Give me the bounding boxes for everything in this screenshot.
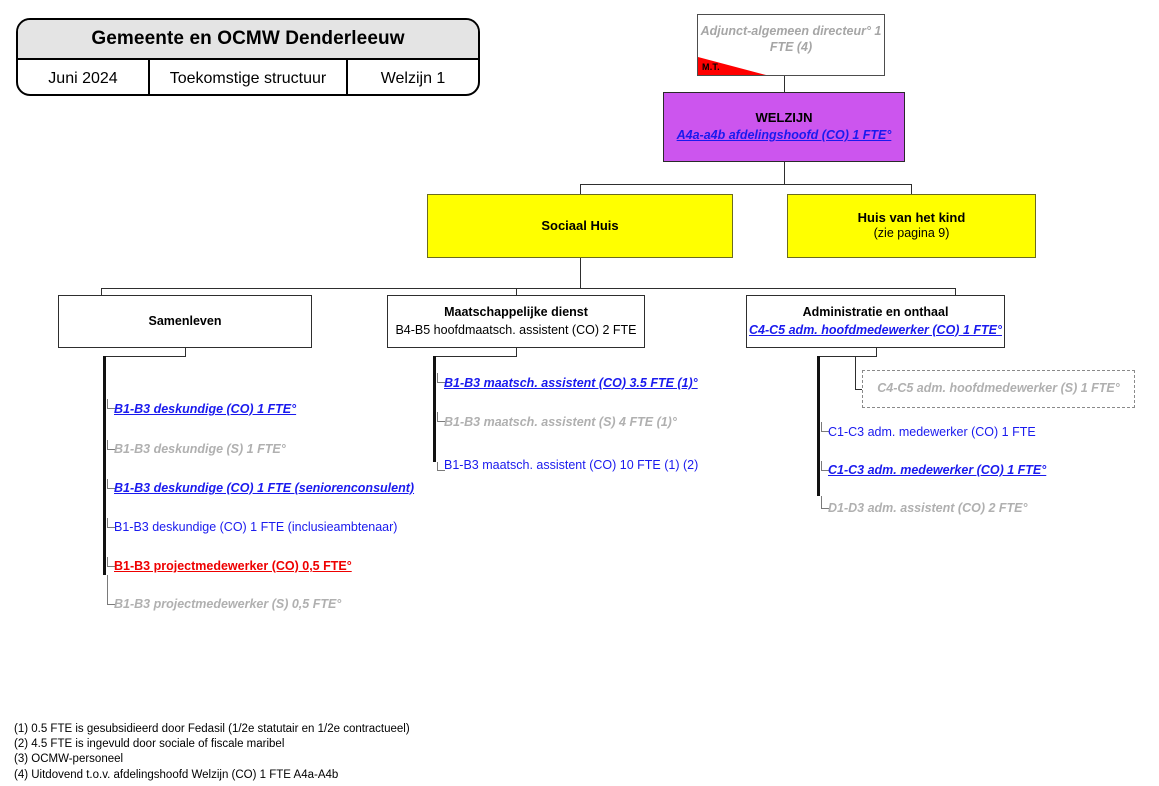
huis-van-het-kind-title: Huis van het kind (857, 210, 966, 226)
footnote-1: (1) 0.5 FTE is gesubsidieerd door Fedasi… (14, 723, 410, 735)
admin-ghost-vertical (855, 356, 856, 389)
administratie-title: Administratie en onthaal (802, 304, 949, 319)
maat-elbow (434, 356, 517, 357)
title-card: Gemeente en OCMW Denderleeuw Juni 2024 T… (16, 18, 480, 96)
maat-stub (516, 348, 517, 356)
samenleven-stub (185, 348, 186, 356)
leaf-samenleven-6: B1-B3 projectmedewerker (S) 0,5 FTE° (114, 597, 342, 611)
page-title: Gemeente en OCMW Denderleeuw (18, 20, 478, 60)
samenleven-tick-1v (107, 399, 108, 408)
maat-tick-2v (437, 412, 438, 421)
admin-elbow (818, 356, 877, 357)
samenleven-tick-4v (107, 518, 108, 527)
connector-units-bus (101, 288, 955, 289)
maatschappelijke-title: Maatschappelijke dienst (444, 304, 588, 319)
title-structure: Toekomstige structuur (148, 60, 348, 94)
leaf-samenleven-1: B1-B3 deskundige (CO) 1 FTE° (114, 402, 297, 416)
samenleven-tick-3v (107, 479, 108, 488)
leaf-samenleven-3: B1-B3 deskundige (CO) 1 FTE (seniorencon… (114, 481, 415, 495)
leaf-maat-1: B1-B3 maatsch. assistent (CO) 3.5 FTE (1… (444, 376, 698, 390)
admin-ghost-elbow (855, 389, 864, 390)
administratie-subtitle: C4-C5 adm. hoofdmedewerker (CO) 1 FTE° (749, 322, 1002, 337)
admin-tick-2v (821, 461, 822, 470)
samenleven-tick-3 (107, 488, 115, 489)
samenleven-tick-2v (107, 440, 108, 449)
ghost-label: C4-C5 adm. hoofdmedewerker (S) 1 FTE° (877, 381, 1120, 396)
samenleven-trunk (103, 356, 106, 575)
leaf-samenleven-2: B1-B3 deskundige (S) 1 FTE° (114, 442, 286, 456)
leaf-samenleven-4: B1-B3 deskundige (CO) 1 FTE (inclusieamb… (114, 520, 398, 534)
title-date: Juni 2024 (48, 70, 118, 87)
box-sociaal-huis: Sociaal Huis (427, 194, 733, 258)
admin-tick-1 (821, 431, 829, 432)
title-subrow: Juni 2024 Toekomstige structuur Welzijn … (18, 60, 478, 94)
samenleven-trunk-tail (107, 575, 108, 604)
samenleven-tick-6 (107, 604, 115, 605)
connector-to-sociaal-huis (580, 184, 581, 194)
leaf-maat-2: B1-B3 maatsch. assistent (S) 4 FTE (1)° (444, 415, 677, 429)
admin-trunk-tail (821, 496, 822, 508)
samenleven-elbow (104, 356, 186, 357)
director-label: Adjunct-algemeen directeur° 1 FTE (4) (700, 24, 882, 54)
admin-trunk (817, 356, 820, 496)
samenleven-tick-5 (107, 566, 115, 567)
box-maatschappelijke-dienst: Maatschappelijke dienst B4-B5 hoofdmaats… (387, 295, 645, 348)
box-ghost-hoofdmedewerker: C4-C5 adm. hoofdmedewerker (S) 1 FTE° (862, 370, 1135, 408)
footnotes: (1) 0.5 FTE is gesubsidieerd door Fedasi… (14, 722, 410, 783)
title-section: Welzijn 1 (380, 70, 446, 87)
samenleven-tick-2 (107, 449, 115, 450)
admin-tick-2 (821, 470, 829, 471)
connector-welzijn-down (784, 162, 785, 184)
connector-sociaal-down (580, 258, 581, 288)
leaf-admin-3: D1-D3 adm. assistent (CO) 2 FTE° (828, 501, 1028, 515)
maat-trunk-tail (437, 462, 438, 470)
connector-welzijn-bus (580, 184, 912, 185)
maatschappelijke-subtitle: B4-B5 hoofdmaatsch. assistent (CO) 2 FTE (395, 322, 637, 337)
welzijn-subtitle: A4a-a4b afdelingshoofd (CO) 1 FTE° (676, 128, 892, 143)
connector-to-huis-van-het-kind (911, 184, 912, 194)
samenleven-tick-4 (107, 527, 115, 528)
footnote-2: (2) 4.5 FTE is ingevuld door sociale of … (14, 738, 285, 751)
sociaal-huis-title: Sociaal Huis (541, 217, 619, 233)
footnote-3: (3) OCMW-personeel (14, 753, 124, 766)
leaf-admin-1: C1-C3 adm. medewerker (CO) 1 FTE (828, 425, 1036, 439)
welzijn-title: WELZIJN (755, 110, 813, 126)
maat-tick-1 (437, 382, 445, 383)
mt-flag-label: M.T. (702, 61, 720, 72)
admin-stub (876, 348, 877, 356)
box-huis-van-het-kind: Huis van het kind (zie pagina 9) (787, 194, 1036, 258)
samenleven-title: Samenleven (148, 313, 222, 328)
maat-tick-2 (437, 421, 445, 422)
maat-tick-1v (437, 373, 438, 382)
connector-to-maatschappelijke (516, 288, 517, 295)
connector-to-administratie (955, 288, 956, 295)
connector-to-samenleven (101, 288, 102, 295)
leaf-maat-3: B1-B3 maatsch. assistent (CO) 10 FTE (1)… (444, 458, 699, 472)
maat-tick-3 (437, 470, 445, 471)
box-samenleven: Samenleven (58, 295, 312, 348)
admin-tick-3 (821, 508, 829, 509)
maat-trunk (433, 356, 436, 462)
box-adjunct-directeur: Adjunct-algemeen directeur° 1 FTE (4) M.… (697, 14, 885, 76)
leaf-samenleven-5: B1-B3 projectmedewerker (CO) 0,5 FTE° (114, 559, 352, 573)
box-welzijn: WELZIJN A4a-a4b afdelingshoofd (CO) 1 FT… (663, 92, 905, 162)
connector-director-welzijn (784, 76, 785, 92)
box-administratie-en-onthaal: Administratie en onthaal C4-C5 adm. hoof… (746, 295, 1005, 348)
footnote-4: (4) Uitdovend t.o.v. afdelingshoofd Welz… (14, 768, 339, 781)
leaf-admin-2: C1-C3 adm. medewerker (CO) 1 FTE° (828, 463, 1047, 477)
samenleven-tick-5v (107, 557, 108, 566)
huis-van-het-kind-subtitle: (zie pagina 9) (873, 226, 950, 241)
samenleven-tick-1 (107, 408, 115, 409)
mt-flag-icon (698, 57, 766, 75)
admin-tick-1v (821, 422, 822, 431)
